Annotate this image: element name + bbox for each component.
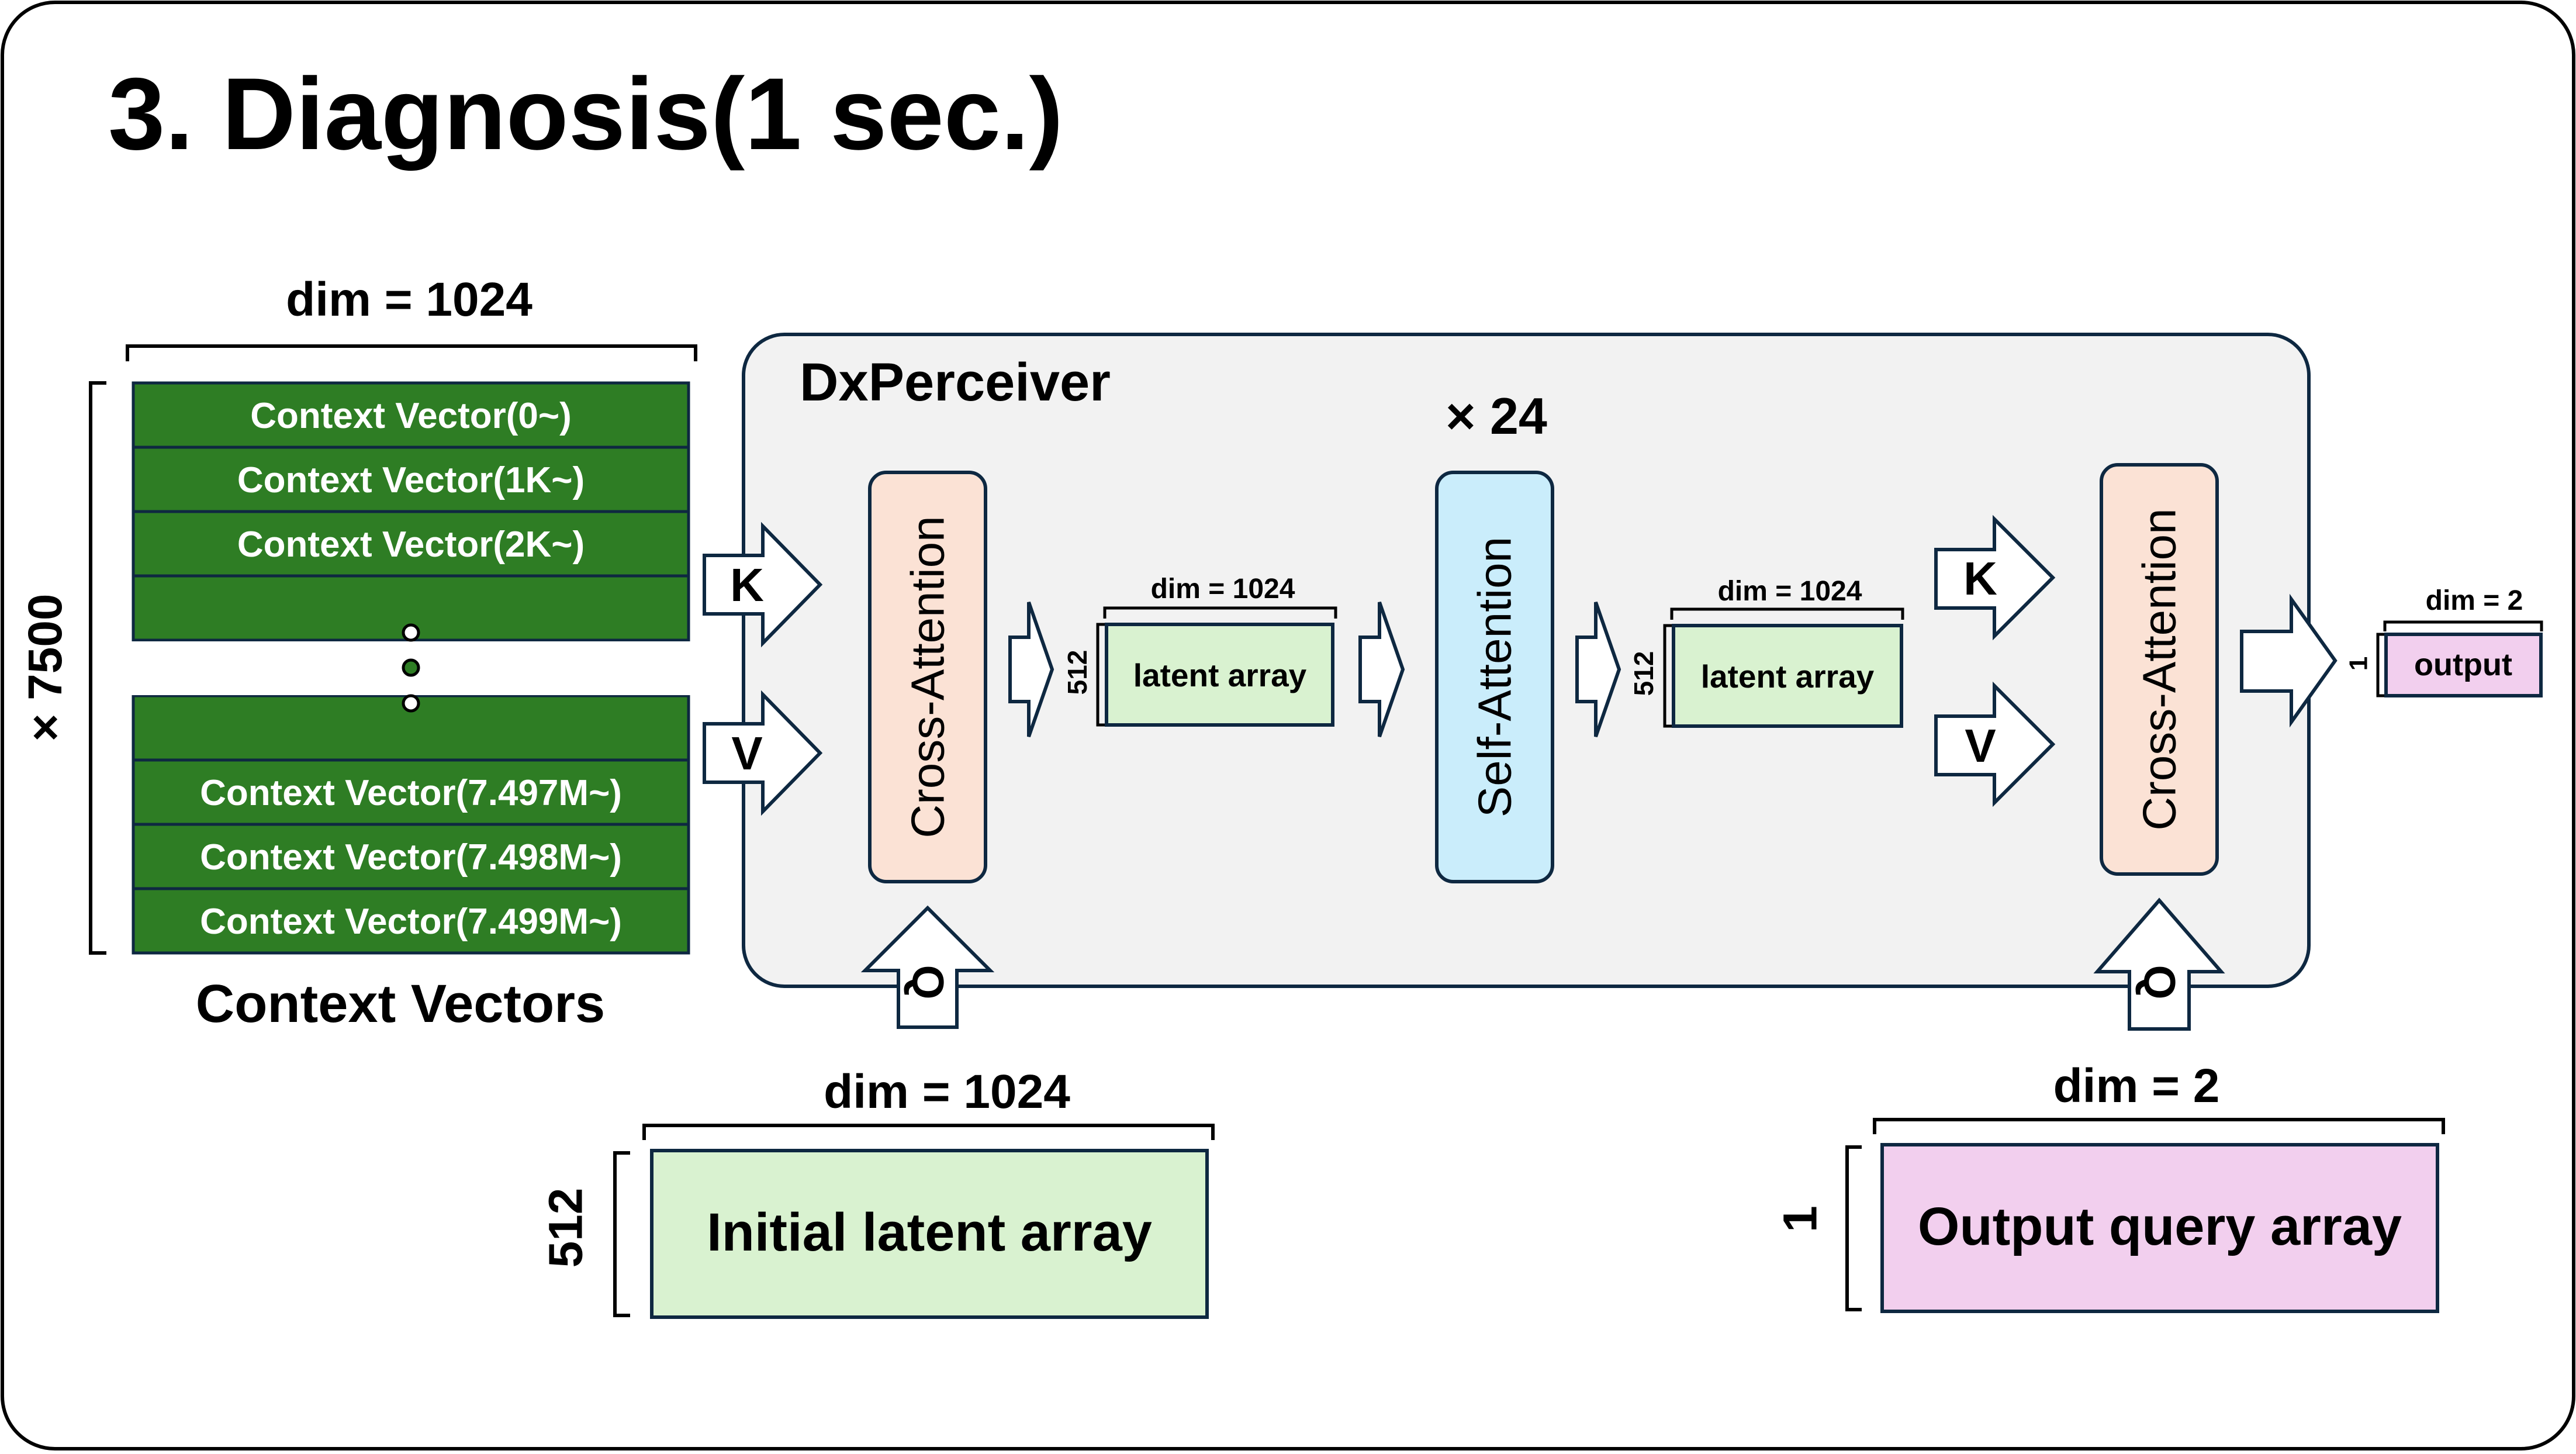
latent-2-dim-bracket — [1670, 607, 1904, 620]
latent-array-1-label: latent array — [1133, 657, 1307, 693]
perceiver-title: DxPerceiver — [800, 353, 1111, 412]
initial-latent-dim-label: dim = 1024 — [824, 1065, 1070, 1118]
context-row-label: Context Vector(1K~) — [237, 460, 585, 500]
q-arrow-1-label: Q — [903, 965, 953, 999]
context-row — [132, 381, 690, 449]
latent-1-dim-label: dim = 1024 — [1151, 574, 1295, 605]
output-rows-bracket — [2376, 633, 2385, 697]
v-arrow-1 — [703, 690, 823, 816]
context-vector-stack — [132, 381, 690, 955]
latent-2-rows-bracket — [1663, 624, 1673, 728]
output-query-array — [1880, 1143, 2439, 1313]
flow-arrow — [1358, 602, 1405, 737]
output-query-rows-bracket — [1845, 1145, 1862, 1311]
ellipsis-dot — [402, 658, 420, 677]
k-arrow-2 — [1934, 514, 2056, 641]
latent-1-dim-bracket — [1103, 606, 1337, 619]
output-rows-label: 1 — [2345, 657, 2373, 671]
latent-1-rows-label: 512 — [1062, 650, 1092, 695]
v-arrow-2 — [1934, 681, 2056, 807]
latent-2-rows-label: 512 — [1628, 651, 1659, 696]
context-row-label: Context Vector(2K~) — [237, 524, 585, 565]
latent-2-dim-label: dim = 1024 — [1718, 576, 1862, 607]
context-row — [132, 758, 690, 826]
output-query-rows-label: 1 — [1774, 1206, 1827, 1232]
context-row — [132, 823, 690, 890]
k-arrow-2-label: K — [1963, 552, 1997, 605]
output-dim-bracket — [2383, 620, 2543, 631]
context-caption: Context Vectors — [196, 974, 605, 1034]
self-attention-block — [1435, 471, 1554, 883]
q-arrow-1 — [860, 905, 995, 1029]
context-row-label: Context Vector(7.499M~) — [200, 902, 622, 942]
self-attention-label: Self-Attention — [1469, 537, 1521, 817]
cross-attention-block-1 — [868, 471, 987, 883]
context-row-label: Context Vector(7.498M~) — [200, 837, 622, 878]
context-row — [132, 887, 690, 955]
q-arrow-2-label: Q — [2135, 965, 2184, 999]
flow-arrow — [1008, 602, 1054, 737]
initial-latent-label: Initial latent array — [707, 1203, 1152, 1262]
latent-array-2 — [1672, 624, 1903, 728]
context-row-label: Context Vector(0~) — [250, 396, 572, 436]
initial-latent-array — [650, 1149, 1209, 1319]
latent-1-rows-bracket — [1096, 623, 1107, 727]
ellipsis-dot — [402, 623, 420, 642]
output-dim-label: dim = 2 — [2426, 585, 2523, 616]
cross-attention-label-2: Cross-Attention — [2134, 508, 2186, 830]
cross-attention-label-1: Cross-Attention — [902, 516, 954, 838]
context-row-label: Context Vector(7.497M~) — [200, 773, 622, 813]
latent-array-2-label: latent array — [1701, 658, 1875, 695]
context-dim-bracket — [126, 344, 697, 361]
output-query-label: Output query array — [1918, 1197, 2402, 1256]
v-arrow-2-label: V — [1965, 720, 1996, 772]
initial-latent-rows-bracket — [613, 1151, 630, 1317]
q-arrow-2 — [2093, 897, 2225, 1031]
context-dim-label: dim = 1024 — [286, 273, 533, 326]
flow-arrow — [2240, 593, 2338, 728]
output-query-dim-bracket — [1873, 1118, 2445, 1134]
context-count-label: × 7500 — [19, 593, 72, 741]
repeat-label: × 24 — [1446, 387, 1547, 445]
initial-latent-rows-label: 512 — [540, 1188, 593, 1268]
context-row — [132, 510, 690, 578]
output-query-dim-label: dim = 2 — [2053, 1059, 2220, 1113]
slide-title: 3. Diagnosis(1 sec.) — [108, 57, 1063, 171]
k-arrow-1-label: K — [730, 559, 764, 611]
output-array — [2384, 633, 2543, 697]
initial-latent-dim-bracket — [642, 1124, 1215, 1140]
output-array-label: output — [2414, 647, 2512, 682]
context-count-bracket — [89, 381, 106, 955]
v-arrow-1-label: V — [731, 727, 762, 779]
flow-arrow — [1575, 602, 1621, 737]
cross-attention-block-2 — [2100, 463, 2219, 876]
ellipsis-dot — [402, 694, 420, 713]
latent-array-1 — [1105, 623, 1334, 727]
k-arrow-1 — [703, 521, 823, 648]
